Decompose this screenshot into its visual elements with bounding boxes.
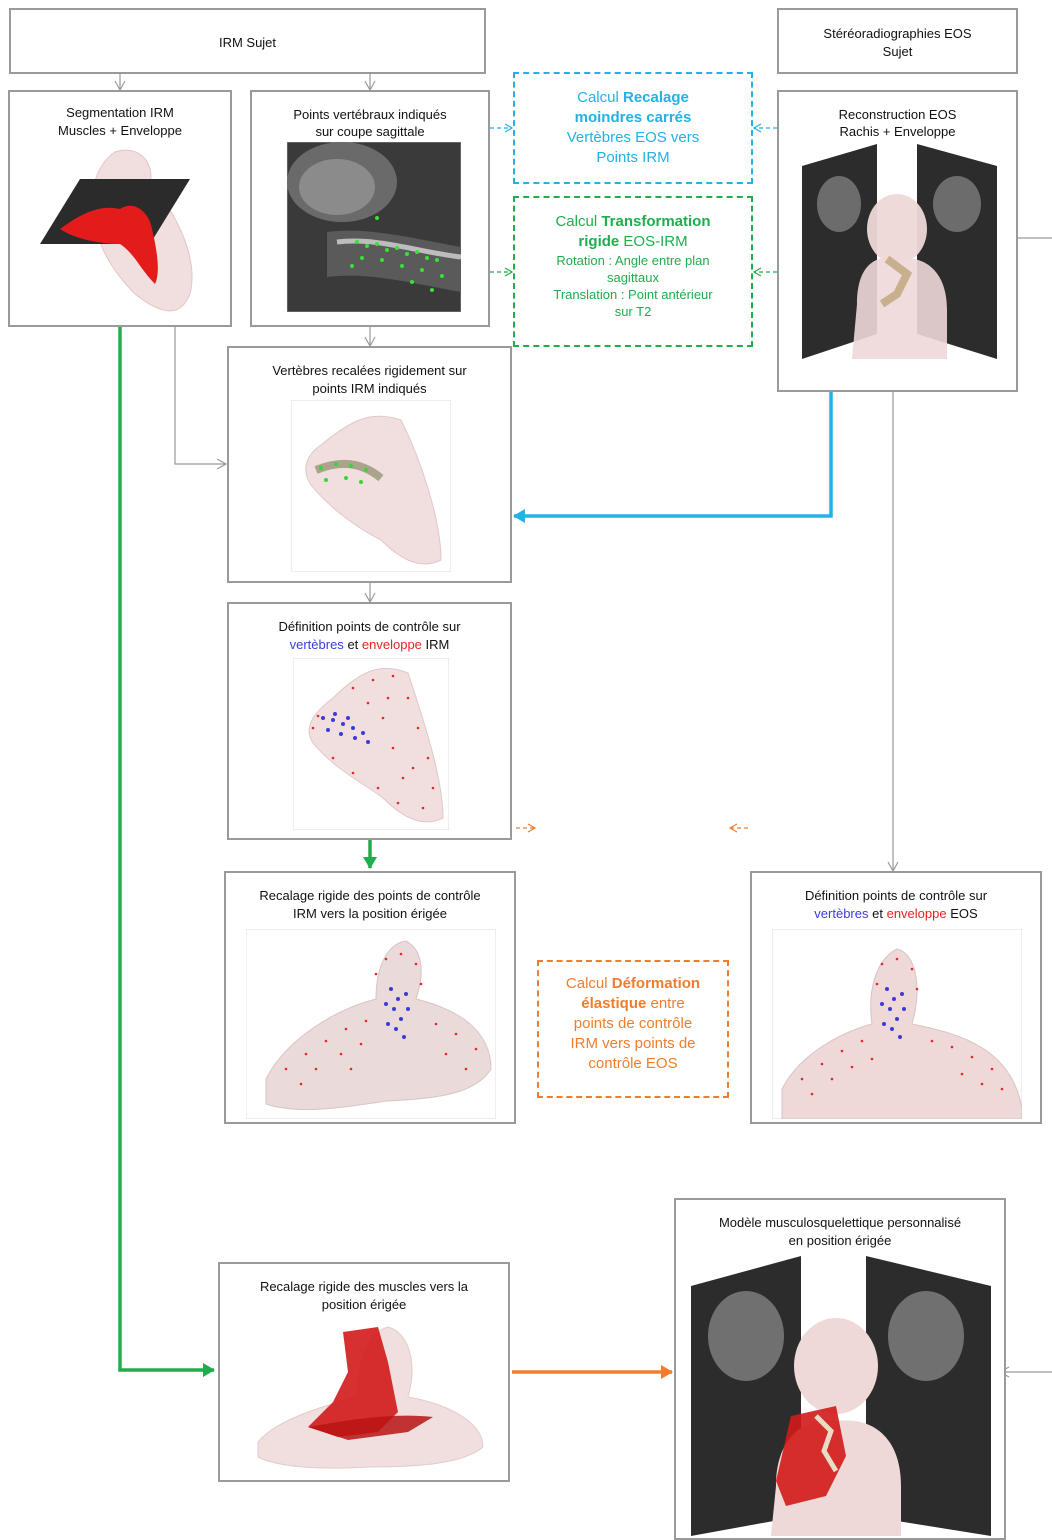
rigid-point-registration-image <box>246 929 496 1119</box>
eos-reconstruction-subtitle: Rachis + Enveloppe <box>839 124 956 139</box>
eos-reconstruction-box: Reconstruction EOS Rachis + Enveloppe <box>777 90 1018 392</box>
eos-cp-vertebrae: vertèbres <box>814 906 869 921</box>
mri-control-points-box: Définition points de contrôle sur vertèb… <box>227 602 512 840</box>
rt-bold-1: Transformation <box>601 213 711 230</box>
vertebral-points-box: Points vertébraux indiqués sur coupe sag… <box>250 90 490 327</box>
ed-line-5: contrôle EOS <box>588 1055 678 1072</box>
rt-post: EOS-IRM <box>623 233 688 250</box>
personalized-model-box: Modèle musculosquelettique personnalisé … <box>674 1198 1006 1540</box>
mri-cp-envelope: enveloppe <box>361 637 422 652</box>
rigid-transformation-box: Calcul Transformation rigide EOS-IRM Rot… <box>513 196 753 347</box>
lsq-line-3: Vertèbres EOS vers <box>566 129 700 146</box>
mri-segmentation-box: Segmentation IRM Muscles + Enveloppe <box>8 90 232 327</box>
eos-control-points-title: Définition points de contrôle sur <box>804 888 988 903</box>
eos-cp-envelope: enveloppe <box>886 906 947 921</box>
eos-subject-box: Stéréoradiographies EOS Sujet <box>777 8 1018 74</box>
registered-vertebrae-subtitle: points IRM indiqués <box>312 381 427 396</box>
registered-vertebrae-box: Vertèbres recalées rigidement sur points… <box>227 346 512 583</box>
ed-bold-1: Déformation <box>611 975 701 992</box>
rigid-point-registration-box: Recalage rigide des points de contrôle I… <box>224 871 516 1124</box>
eos-control-points-box: Définition points de contrôle sur vertèb… <box>750 871 1042 1124</box>
lsq-bold-2: moindres carrés <box>574 109 692 126</box>
mri-segmentation-title: Segmentation IRM <box>66 105 174 120</box>
muscle-registration-subtitle: position érigée <box>321 1297 407 1312</box>
elastic-deformation-box: Calcul Déformation élastique entre point… <box>537 960 729 1098</box>
rigid-point-registration-subtitle: IRM vers la position érigée <box>293 906 447 921</box>
mri-cp-and: et <box>347 637 359 652</box>
mri-cp-vertebrae: vertèbres <box>289 637 344 652</box>
eos-control-points-subtitle: vertèbres et enveloppe EOS <box>752 905 1040 922</box>
eos-subject-label-2: Sujet <box>882 44 913 59</box>
ed-bold-2: élastique <box>581 995 647 1012</box>
irm-subject-label: IRM Sujet <box>218 35 277 50</box>
personalized-model-subtitle: en position érigée <box>788 1233 892 1248</box>
personalized-model-title: Modèle musculosquelettique personnalisé <box>718 1215 962 1230</box>
mri-control-points-title: Définition points de contrôle sur <box>278 619 461 634</box>
mri-segmentation-image <box>40 149 193 312</box>
ed-post: entre <box>650 995 685 1012</box>
least-squares-registration-box: Calcul Recalage moindres carrés Vertèbre… <box>513 72 753 184</box>
eos-reconstruction-title: Reconstruction EOS <box>838 107 957 122</box>
mri-cp-suffix: IRM <box>425 637 450 652</box>
ed-prefix: Calcul <box>565 975 608 992</box>
eos-subject-label-1: Stéréoradiographies EOS <box>823 26 972 41</box>
irm-subject-box: IRM Sujet <box>9 8 486 74</box>
rt-prefix: Calcul <box>555 213 598 230</box>
sagittal-mri-image <box>287 142 461 312</box>
muscle-registration-image <box>257 1326 484 1469</box>
lsq-prefix: Calcul <box>577 89 619 106</box>
rt-line-3: Rotation : Angle entre plan <box>556 253 710 268</box>
rt-bold-2: rigide <box>578 233 620 250</box>
lsq-bold-1: Recalage <box>622 89 689 106</box>
rigid-point-registration-title: Recalage rigide des points de contrôle <box>259 888 481 903</box>
registered-vertebrae-image <box>291 400 451 572</box>
mri-control-points-subtitle: vertèbres et enveloppe IRM <box>229 636 510 653</box>
personalized-model-image <box>691 1256 991 1536</box>
mri-control-points-image <box>293 658 449 830</box>
ed-line-4: IRM vers points de <box>570 1035 696 1052</box>
ed-line-3: points de contrôle <box>573 1015 693 1032</box>
rt-line-6: sur T2 <box>614 304 652 319</box>
muscle-registration-title: Recalage rigide des muscles vers la <box>259 1279 469 1294</box>
lsq-line-4: Points IRM <box>596 149 670 166</box>
eos-cp-and: et <box>872 906 883 921</box>
vertebral-points-title: Points vertébraux indiqués <box>293 107 447 122</box>
vertebral-points-subtitle: sur coupe sagittale <box>315 124 425 139</box>
registered-vertebrae-title: Vertèbres recalées rigidement sur <box>272 363 467 378</box>
eos-control-points-image <box>772 929 1022 1119</box>
eos-reconstruction-image <box>802 144 997 359</box>
rt-line-4: sagittaux <box>606 270 660 285</box>
rt-line-5: Translation : Point antérieur <box>553 287 713 302</box>
muscle-registration-box: Recalage rigide des muscles vers la posi… <box>218 1262 510 1482</box>
eos-cp-suffix: EOS <box>950 906 978 921</box>
mri-segmentation-subtitle: Muscles + Enveloppe <box>58 123 182 138</box>
